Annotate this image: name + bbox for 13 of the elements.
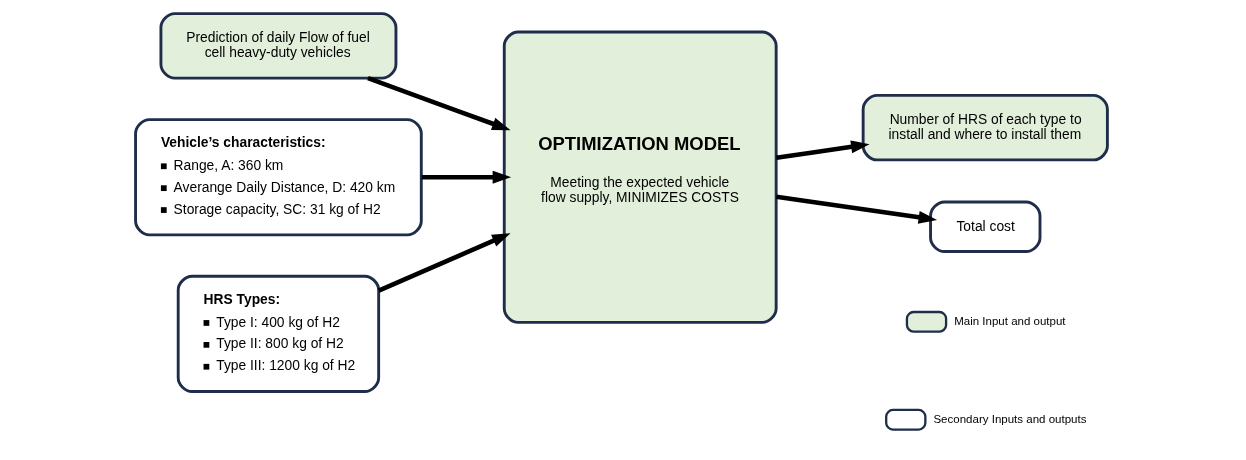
arrow (775, 193, 937, 224)
node-box: Number of HRS of each type to install and where to install them (861, 93, 1109, 161)
legend-label: Main Input and output (953, 314, 1066, 327)
node-box: OPTIMIZATION MODEL Meeting the expected vehicle flow supply, MINIMIZES COSTS (502, 30, 778, 324)
node-box: Prediction of daily Flow of fuel cell heavy-duty vehicles (158, 11, 397, 80)
node-box: Total cost (928, 200, 1041, 253)
arrow (377, 232, 511, 293)
node-box: Vehicle’s characteristics: Range, A: 360 km Averange Daily Distance, D: 420 km Storage capacity, SC: 31 kg of H2 (133, 117, 423, 236)
arrow (421, 170, 511, 184)
arrow (775, 139, 870, 160)
arrow (366, 75, 511, 130)
node-box: HRS Types: Type I: 400 kg of H2 Type II: 800 kg of H2 Type III: 1200 kg of H2 (176, 274, 380, 393)
legend-label: Secondary Inputs and outputs (932, 412, 1086, 425)
